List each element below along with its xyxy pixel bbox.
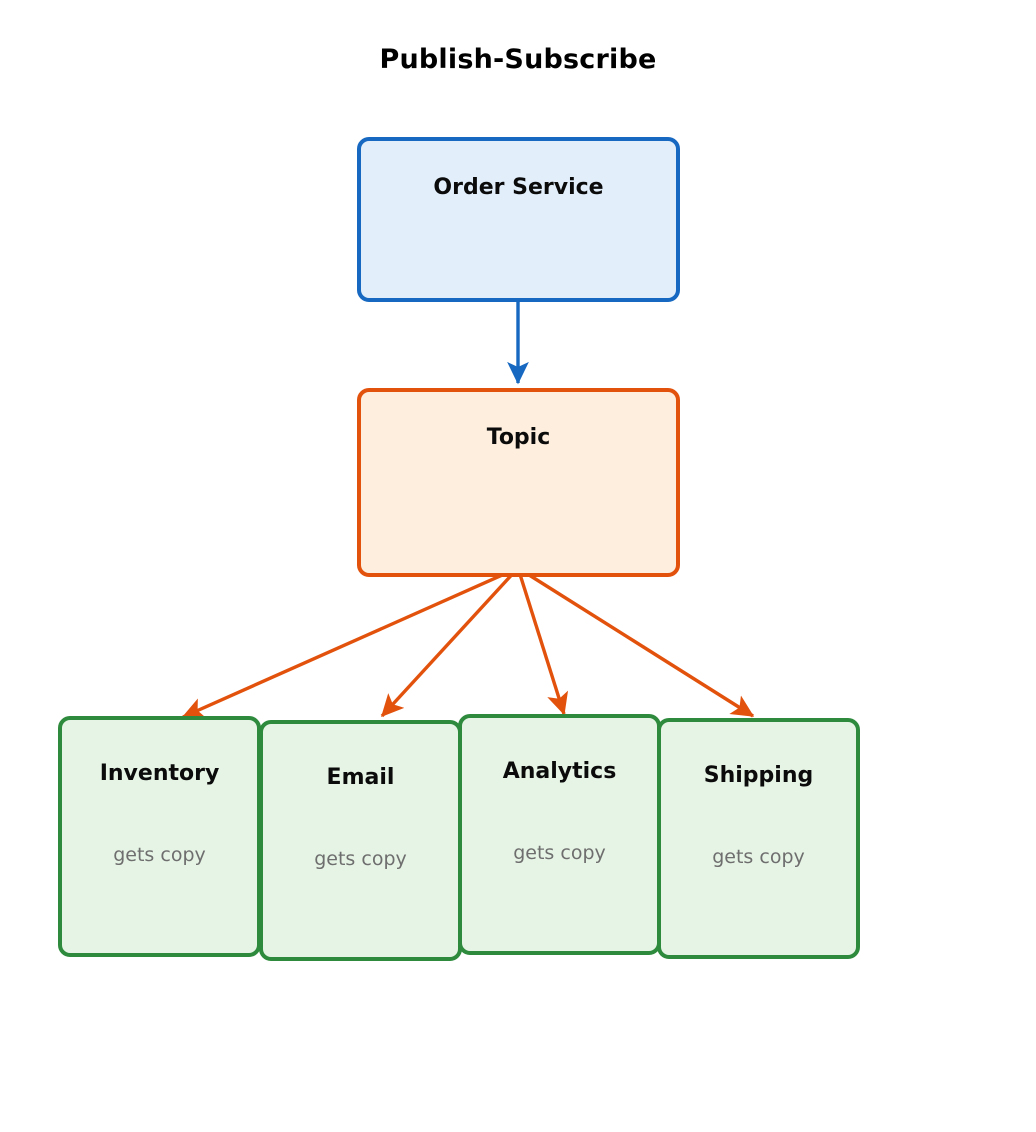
node-topic-label: Topic [486,425,551,450]
node-email-label: Email [326,765,395,790]
diagram-title: Publish-Subscribe [0,44,1036,75]
node-order-service[interactable]: Order Service [357,137,680,302]
node-email-sublabel: gets copy [314,848,407,871]
edge-deliver-topic-to-email [380,564,522,718]
node-analytics-sublabel: gets copy [513,842,606,865]
node-analytics[interactable]: Analytics gets copy [458,714,661,955]
node-inventory-label: Inventory [99,761,220,786]
node-email[interactable]: Email gets copy [259,720,462,961]
node-analytics-label: Analytics [502,759,617,784]
node-inventory[interactable]: Inventory gets copy [58,716,261,957]
node-inventory-sublabel: gets copy [113,844,206,867]
edge-deliver-topic-to-shipping [514,564,755,718]
node-order-service-label: Order Service [433,175,604,200]
edge-publish-order-service-to-topic [507,295,529,385]
node-shipping-sublabel: gets copy [712,846,805,869]
node-topic[interactable]: Topic [357,388,680,577]
diagram-title-text: Publish-Subscribe [379,44,657,75]
node-shipping[interactable]: Shipping gets copy [657,718,860,959]
node-shipping-label: Shipping [703,763,814,788]
edge-deliver-topic-to-inventory [181,564,522,719]
edge-deliver-topic-to-analytics [514,564,569,716]
